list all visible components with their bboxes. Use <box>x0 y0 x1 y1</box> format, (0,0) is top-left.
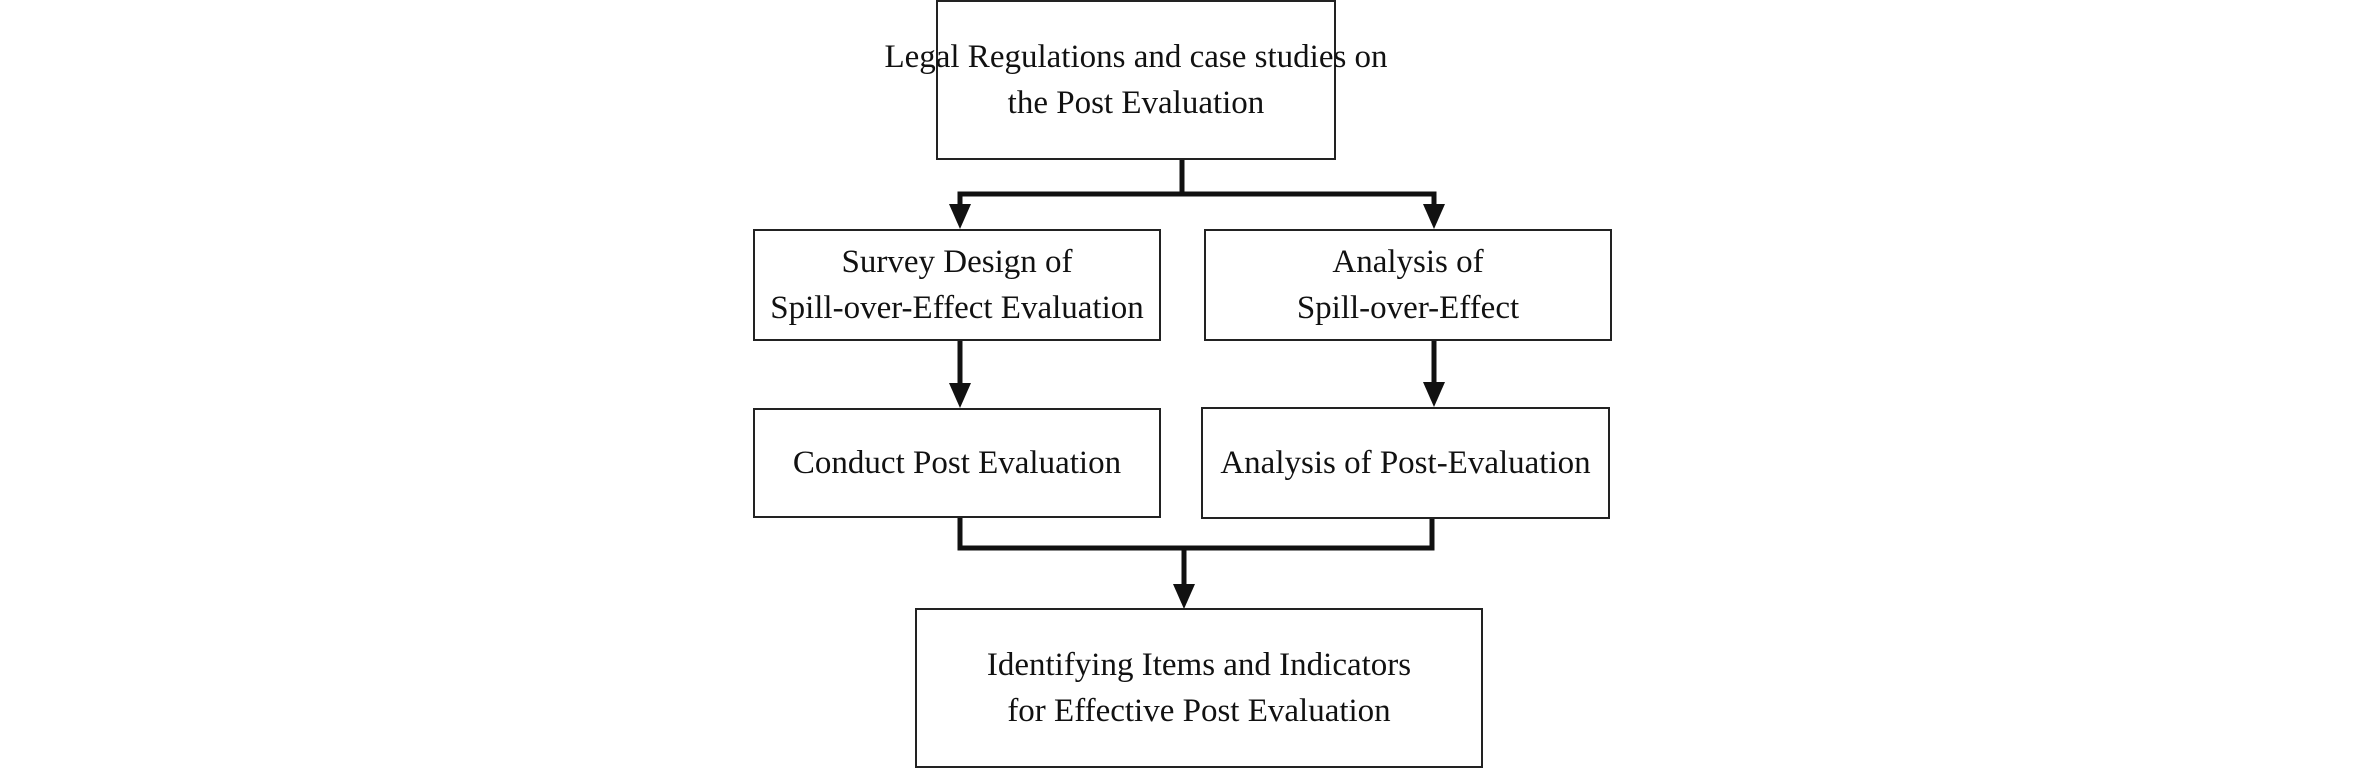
analysis-spill-over-line2: Spill-over-Effect <box>1296 290 1520 326</box>
identifying-items-line2: for Effective Post Evaluation <box>1007 693 1391 729</box>
survey-design-line2: Spill-over-Effect Evaluation <box>770 290 1144 326</box>
arrowhead-to-bottom <box>1173 584 1195 609</box>
arrowhead-to-analysis-post <box>1423 382 1445 407</box>
survey-design-box: Survey Design of Spill-over-Effect Evalu… <box>753 229 1161 341</box>
analysis-post-evaluation-box: Analysis of Post-Evaluation <box>1201 407 1610 519</box>
legal-regulations-line1: Legal Regulations and case studies on <box>884 39 1388 75</box>
analysis-spill-over-box: Analysis of Spill-over-Effect <box>1204 229 1612 341</box>
legal-regulations-line2: the Post Evaluation <box>1007 85 1265 121</box>
identifying-items-line1: Identifying Items and Indicators <box>986 647 1412 683</box>
legal-regulations-box: Legal Regulations and case studies on th… <box>884 0 1388 160</box>
arrowhead-to-conduct <box>949 383 971 408</box>
arrowhead-to-survey <box>949 204 971 229</box>
analysis-post-evaluation-label: Analysis of Post-Evaluation <box>1220 445 1591 481</box>
analysis-spill-over-line1: Analysis of <box>1332 244 1484 280</box>
arrowhead-to-analysis-spill <box>1423 204 1445 229</box>
conduct-post-evaluation-box: Conduct Post Evaluation <box>753 408 1161 518</box>
identifying-items-box: Identifying Items and Indicators for Eff… <box>915 608 1483 768</box>
survey-design-line1: Survey Design of <box>841 244 1073 280</box>
conduct-post-evaluation-label: Conduct Post Evaluation <box>792 445 1122 481</box>
